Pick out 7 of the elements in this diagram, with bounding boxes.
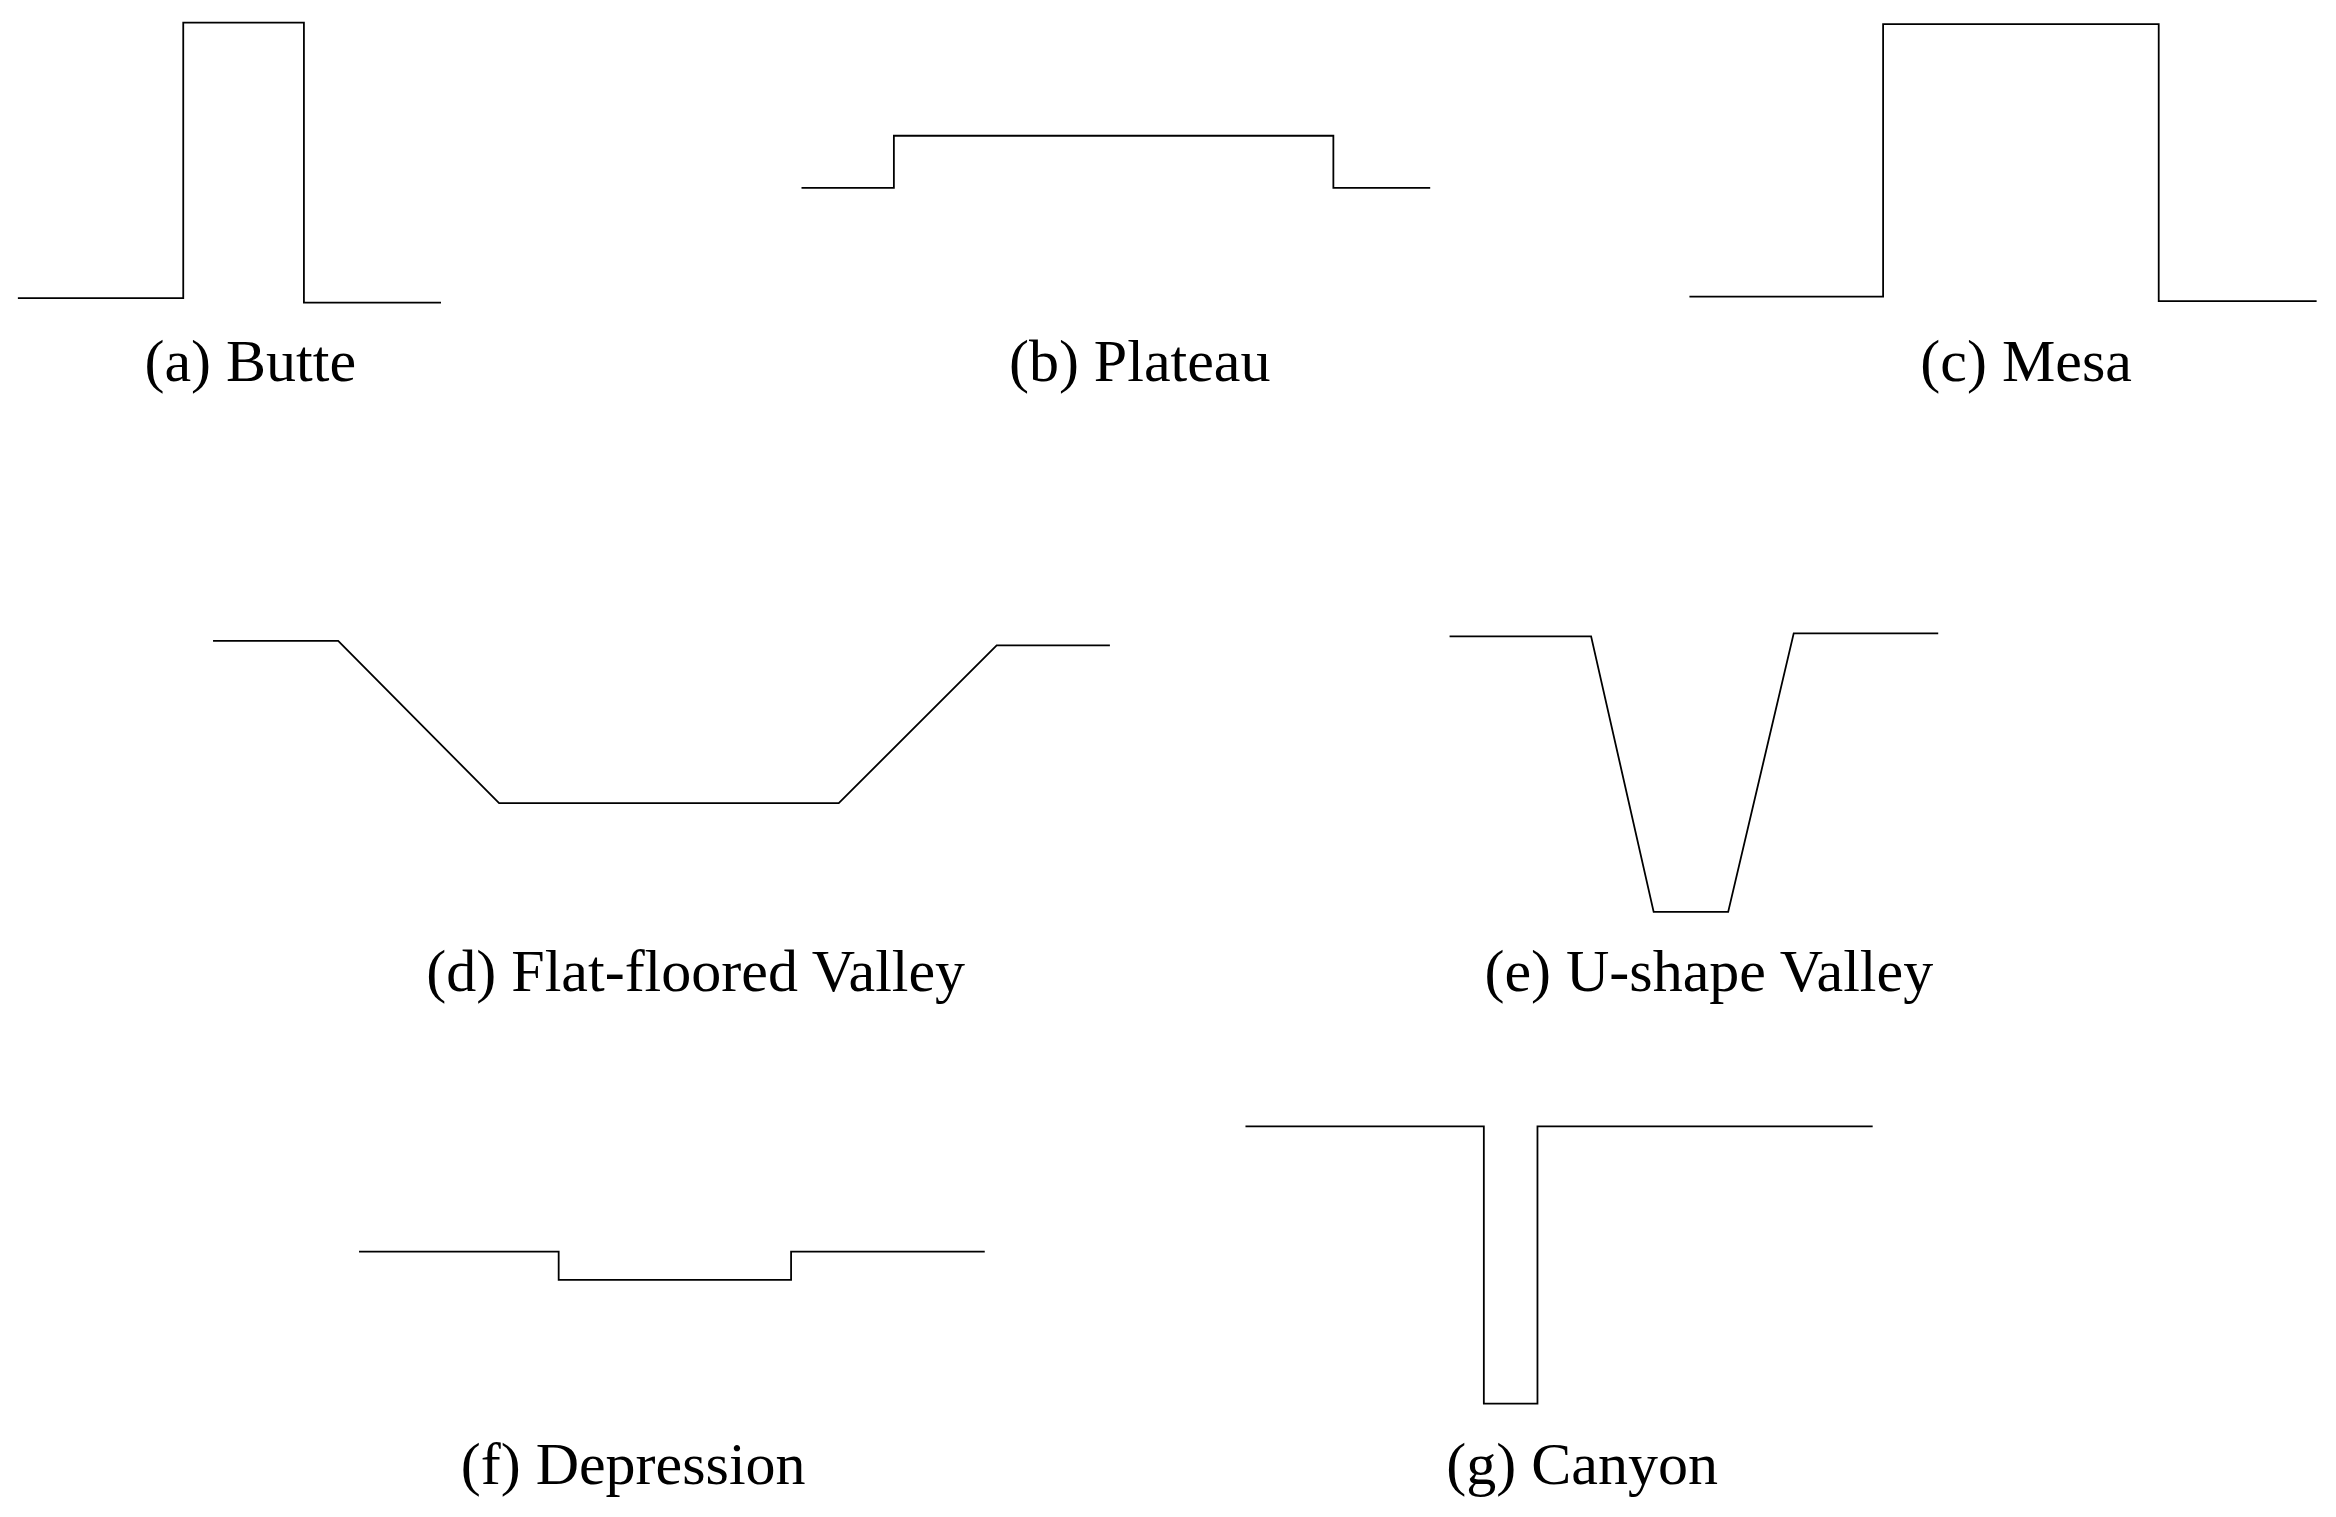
figure-caption: (f) Depression bbox=[460, 1429, 806, 1499]
figure-caption: (d) Flat-floored Valley bbox=[426, 936, 966, 1006]
figure-caption: (a) Butte bbox=[144, 326, 357, 395]
figure-caption: (c) Mesa bbox=[1920, 326, 2132, 395]
figure-caption: (g) Canyon bbox=[1446, 1429, 1718, 1499]
figure-caption: (b) Plateau bbox=[1008, 326, 1271, 395]
figure-caption: (e) U-shape Valley bbox=[1484, 936, 1934, 1006]
